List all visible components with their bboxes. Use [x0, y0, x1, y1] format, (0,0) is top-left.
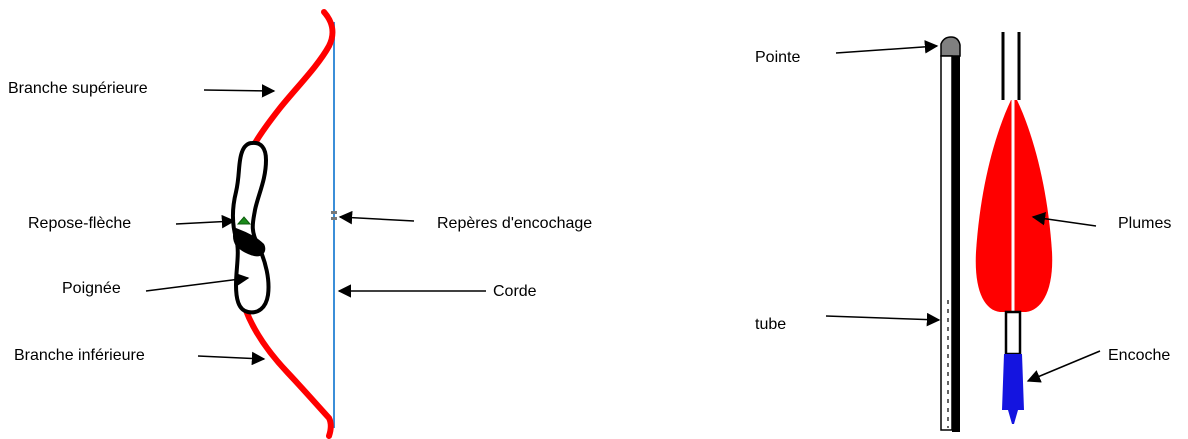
- leader-fletching: [1031, 212, 1097, 227]
- label-nock: Encoche: [1108, 347, 1171, 364]
- label-lower-limb: Branche inférieure: [14, 347, 145, 364]
- label-shaft: tube: [755, 316, 787, 333]
- leader-arrows: [145, 40, 1101, 383]
- label-nock-marks: Repères d'encochage: [437, 215, 593, 232]
- bow-grip: [233, 228, 266, 257]
- leader-arrow-rest: [175, 214, 236, 229]
- label-arrow-rest: Repose-flèche: [28, 215, 132, 232]
- lower-limb: [240, 299, 334, 439]
- leader-upper-limb: [203, 84, 276, 98]
- arrow-nock: [1002, 354, 1024, 424]
- leader-lower-limb: [197, 351, 266, 366]
- label-string: Corde: [493, 283, 537, 300]
- leader-point: [835, 40, 939, 54]
- upper-limb: [251, 9, 336, 148]
- label-fletching: Plumes: [1118, 215, 1172, 232]
- arrow-point: [940, 36, 961, 57]
- leader-grip: [145, 272, 250, 292]
- bow-riser: [231, 140, 271, 315]
- arrow-fletched-drawing: [975, 32, 1053, 424]
- bow: [231, 9, 337, 439]
- label-upper-limb: Branche supérieure: [8, 80, 148, 97]
- leader-nock-marks: [338, 210, 415, 225]
- leader-nock: [1026, 350, 1101, 383]
- label-grip: Poignée: [62, 280, 121, 297]
- arrow-rest: [236, 216, 252, 225]
- arrow-shaft-drawing: [940, 36, 961, 432]
- leader-shaft: [825, 312, 941, 327]
- label-point: Pointe: [755, 49, 801, 66]
- arrow-shaft: [940, 55, 953, 431]
- nocking-point-marks: [331, 211, 337, 220]
